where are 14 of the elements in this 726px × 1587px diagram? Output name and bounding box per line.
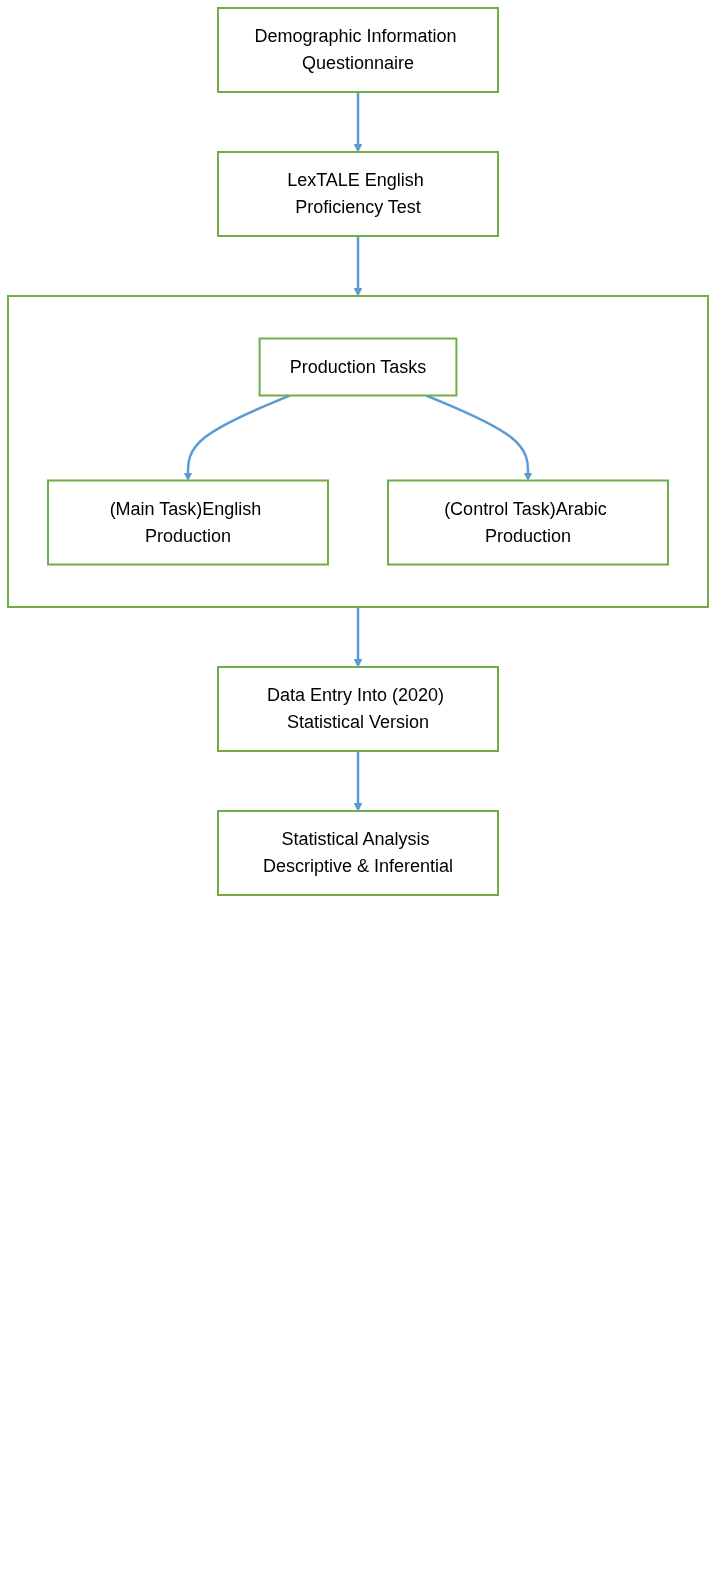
node-box: Data Entry Into (2020) Statistical Version <box>217 666 499 752</box>
node-box: (Main Task)English Production <box>47 479 329 566</box>
cluster <box>7 295 709 608</box>
node-box: Statistical Analysis Descriptive & Inferential <box>217 810 499 896</box>
arrow <box>353 607 363 668</box>
node-box: LexTALE English Proficiency Test <box>217 151 499 237</box>
arrow <box>353 92 363 153</box>
arrow <box>425 394 533 481</box>
node-box: (Control Task)Arabic Production <box>387 479 669 566</box>
arrow <box>353 236 363 297</box>
node-box: Demographic Information Questionnaire <box>217 7 499 93</box>
arrow <box>353 751 363 812</box>
arrow <box>183 394 291 481</box>
node-box: Production Tasks <box>258 337 458 397</box>
